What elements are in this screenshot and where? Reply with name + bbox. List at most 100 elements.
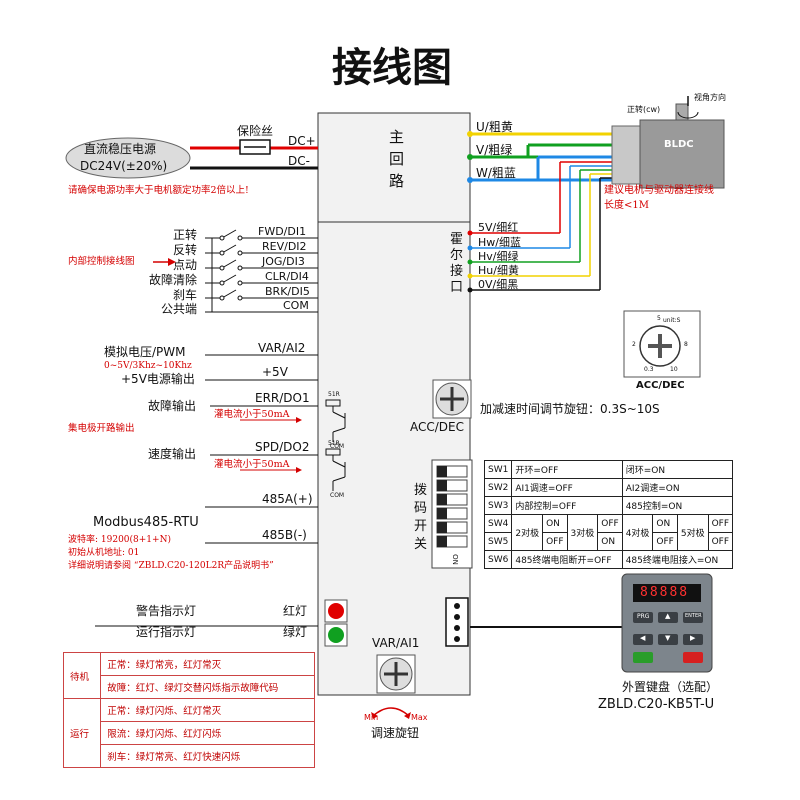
main-circuit-char-3: 路	[389, 172, 405, 190]
motor-lead-u: U/粗黄	[476, 120, 513, 134]
motor-cable-note-1: 建议电机与驱动器连接线	[604, 185, 714, 196]
motor-view-label: 视角方向	[694, 93, 726, 102]
speed-knob-label: 调速旋钮	[371, 726, 420, 740]
input-switches	[205, 229, 318, 313]
pin-fwd: FWD/DI1	[258, 225, 307, 238]
fuse-label: 保险丝	[237, 124, 274, 138]
acc-dec-knob-icon	[432, 379, 472, 419]
pin-com: COM	[283, 299, 309, 312]
hall-lead-5v: 5V/细红	[478, 221, 519, 234]
pin-brk: BRK/DI5	[265, 285, 310, 298]
keypad-label: 外置键盘（选配）	[622, 680, 719, 694]
err-current-note: 灌电流小于50mA	[214, 409, 290, 420]
sw-cell: SW3	[483, 496, 513, 515]
status-row: 刹车：绿灯常亮、红灯快速闪烁	[100, 744, 315, 768]
sw-cell: SW5	[483, 532, 513, 551]
speed-max-label: Max	[411, 713, 428, 722]
dip-char-3: 开	[414, 519, 428, 534]
dip-on-label: ON	[450, 554, 459, 565]
main-circuit-char-1: 主	[389, 128, 405, 146]
hall-lead-0v: 0V/细黑	[478, 278, 519, 291]
dial-label: ACC/DEC	[636, 380, 685, 391]
warning-lamp-label: 警告指示灯	[136, 604, 197, 618]
speed-min-label: Min	[364, 713, 379, 722]
dc-minus-label: DC-	[288, 154, 310, 168]
status-group-standby: 待机	[62, 652, 102, 699]
hall-lead-hv: Hv/细绿	[478, 250, 519, 263]
do1-resistor: 51R	[328, 391, 340, 398]
do2-com: COM	[330, 492, 345, 499]
v5-output-label: +5V电源输出	[121, 372, 195, 386]
var-ai1-label: VAR/AI1	[372, 636, 420, 650]
sw-cell: OFF	[707, 514, 734, 533]
bldc-motor-icon	[611, 96, 725, 189]
analog-range: 0~5V/3Khz~10Khz	[104, 361, 192, 371]
pin-err-do1: ERR/DO1	[255, 391, 310, 405]
sw-cell: ON	[597, 532, 623, 551]
pin-485b: 485B(-)	[262, 528, 307, 542]
keypad-model: ZBLD.C20-KB5T-U	[598, 697, 715, 712]
sw-cell: SW1	[483, 460, 513, 479]
sw-cell: 4对极	[621, 514, 654, 551]
sw-cell: ON	[542, 514, 568, 533]
motor-rotation-label: 正转(cw)	[627, 105, 661, 114]
motor-lead-v: V/粗绿	[476, 143, 513, 157]
pin-rev: REV/DI2	[262, 240, 307, 253]
dip-char-4: 关	[414, 537, 428, 552]
pin-spd-do2: SPD/DO2	[255, 440, 310, 454]
spd-current-note: 灌电流小于50mA	[214, 459, 290, 470]
sw-cell: SW6	[483, 550, 513, 569]
motor-lead-w: W/粗蓝	[476, 166, 516, 180]
keypad-key-down: ▼	[665, 634, 671, 642]
green-lamp-label: 绿灯	[283, 625, 308, 639]
sw-cell: 5对极	[676, 514, 709, 551]
keypad-port	[445, 597, 469, 647]
sw-cell: OFF	[597, 514, 623, 533]
green-led	[328, 627, 344, 643]
dip-char-1: 拨	[414, 483, 428, 498]
input-label-rev: 反转	[173, 243, 198, 257]
sw-cell: 闭环=ON	[621, 460, 734, 479]
acc-dec-knob-label: ACC/DEC	[410, 420, 464, 434]
sw-cell: OFF	[707, 532, 734, 551]
sw-cell: 485终端电阻接入=ON	[621, 550, 734, 569]
modbus-baud: 波特率: 19200(8+1+N)	[68, 535, 171, 545]
hall-lead-hw: Hw/细蓝	[478, 236, 521, 249]
red-led	[328, 603, 344, 619]
hall-char-2: 尔	[450, 248, 464, 263]
collector-note: 集电极开路输出	[68, 423, 135, 434]
motor-cable-note-2: 长度<1M	[604, 200, 649, 211]
sw-cell: OFF	[542, 532, 568, 551]
hall-lead-hu: Hu/细黄	[478, 264, 519, 277]
status-row: 正常：绿灯常亮，红灯常灭	[100, 652, 315, 676]
power-supply-voltage: DC24V(±20%)	[80, 159, 168, 173]
sw-cell: AI1调速=OFF	[511, 478, 623, 497]
page-title: 接线图	[332, 45, 452, 91]
input-label-com: 公共端	[161, 302, 198, 316]
sw-cell: 485控制=ON	[621, 496, 734, 515]
dc-plus-label: DC+	[288, 134, 316, 148]
input-label-jog: 点动	[173, 258, 198, 272]
run-lamp-label: 运行指示灯	[136, 625, 197, 639]
power-warning: 请确保电源功率大于电机额定功率2倍以上!	[68, 185, 249, 196]
spd-output-label: 速度输出	[148, 447, 197, 461]
sw-cell: ON	[652, 514, 678, 533]
main-circuit-char-2: 回	[389, 150, 405, 168]
acc-dec-description: 加减速时间调节旋钮：0.3S~10S	[480, 402, 660, 416]
pin-485a: 485A(+)	[262, 492, 313, 506]
dial-num-8: 8	[684, 341, 688, 348]
status-row: 限流：绿灯闪烁、红灯闪烁	[100, 721, 315, 745]
err-output-label: 故障输出	[148, 399, 197, 413]
analog-label: 模拟电压/PWM	[104, 345, 186, 359]
hall-char-3: 接	[450, 264, 464, 279]
do2-resistor: 51R	[328, 440, 340, 447]
external-keypad	[621, 573, 713, 673]
modbus-title: Modbus485-RTU	[93, 515, 199, 530]
red-lamp-label: 红灯	[283, 604, 308, 618]
input-label-clr: 故障清除	[149, 273, 198, 287]
sw-cell: SW2	[483, 478, 513, 497]
keypad-key-enter: ENTER	[685, 613, 702, 619]
input-label-fwd: 正转	[173, 228, 198, 242]
